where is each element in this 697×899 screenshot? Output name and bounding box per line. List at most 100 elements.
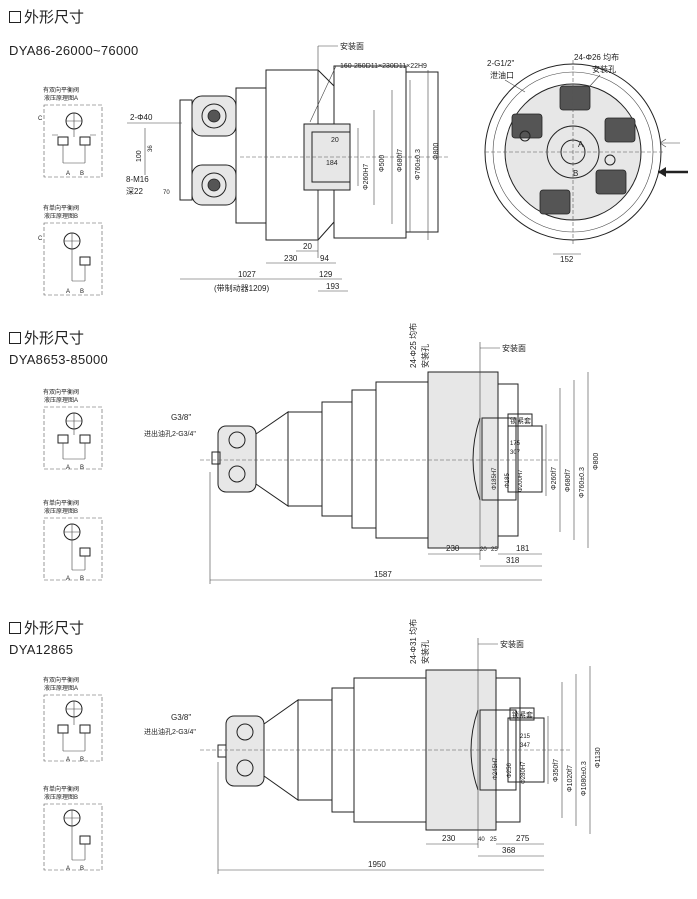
arrow-left-icon (659, 138, 680, 148)
svg-text:A: A (66, 866, 70, 872)
checkbox-square-icon (9, 621, 21, 634)
motor-side-view: 安装面 24-Φ25 均布 安装孔 G3/8" 进出油孔2-G3/4" 锁紧套 … (144, 323, 600, 584)
svg-text:B: B (80, 866, 84, 872)
dim-100: 100 (136, 150, 143, 162)
dim-dia-760: Φ760±0.3 (415, 149, 422, 180)
label-lock-sleeve: 锁紧套 (510, 416, 531, 425)
label-thread-depth: 深22 (126, 187, 143, 196)
port-a-label: A (578, 140, 584, 149)
dim-dia-680: Φ680f7 (397, 149, 404, 172)
heading-text: 外形尺寸 (24, 620, 85, 637)
dim-94: 94 (320, 254, 329, 263)
dim-dia-800: Φ800 (433, 143, 440, 160)
dim-dia-260: Φ260H7 (363, 164, 370, 190)
schematic-caption: 有单向平衡阀 (43, 785, 79, 793)
dim-347: 347 (520, 743, 531, 749)
section-heading: 外形尺寸 (9, 327, 84, 348)
label-mount-holes: 24-Φ31 均布 (408, 619, 418, 664)
section-dya86: 外形尺寸 DYA86-26000~76000 有双向平衡阀 液压原理图A C A… (0, 0, 697, 300)
svg-text:B: B (80, 465, 84, 471)
svg-text:B: B (80, 757, 84, 763)
dim-dia-680: Φ680f7 (565, 469, 572, 492)
label-spline: 160-250D11×230D11×22H9 (340, 63, 427, 70)
dim-dia-245h7: Φ245H7 (493, 757, 499, 780)
label-mount-holes: 24-Φ25 均布 (408, 323, 418, 368)
svg-text:C: C (38, 116, 43, 122)
motor-front-view: A B 2-G1/2" 泄油口 24-Φ26 均布 安装孔 152 (484, 52, 688, 264)
dim-152: 152 (560, 255, 574, 264)
label-mount-face: 安装面 (500, 639, 524, 649)
dim-dia-1080: Φ1080±0.3 (581, 761, 588, 796)
dim-dia-800: Φ800 (593, 453, 600, 470)
label-mount-holes-name: 安装孔 (420, 640, 430, 664)
label-lock-sleeve: 锁紧套 (512, 710, 533, 719)
motor-side-view: 安装面 160-250D11×230D11×22H9 20 184 Φ260H7… (126, 41, 450, 293)
model-number: DYA86-26000~76000 (9, 43, 139, 58)
dim-230: 230 (284, 254, 298, 263)
dim-175: 175 (510, 441, 521, 447)
dim-70: 70 (163, 190, 170, 196)
dim-dia-185: Φ185 (505, 473, 511, 488)
label-port-g38: G3/8" (171, 713, 191, 722)
dim-215: 215 (520, 734, 531, 740)
heading-text: 外形尺寸 (24, 330, 85, 347)
label-mount-face: 安装面 (502, 343, 526, 353)
svg-text:A: A (66, 171, 70, 177)
dim-dia-500: Φ500 (379, 155, 386, 172)
dim-25: 25 (491, 547, 498, 553)
dim-dia-280h7: Φ280H7 (521, 761, 527, 784)
svg-text:B: B (80, 171, 84, 177)
svg-text:B: B (80, 289, 84, 295)
checkbox-square-icon (9, 10, 21, 23)
dim-20b: 20 (303, 242, 312, 251)
checkbox-square-icon (9, 331, 21, 344)
port-b-label: B (573, 169, 578, 178)
dim-dia-200h7: Φ200H7 (518, 469, 524, 492)
dim-230: 230 (442, 834, 456, 843)
label-inlet-outlet: 进出油孔2-G3/4" (144, 429, 196, 438)
label-drain-port: 2-G1/2" (487, 59, 514, 68)
label-holes-2: 2-Φ40 (130, 113, 153, 122)
dim-20a: 20 (480, 547, 487, 553)
dim-dia-260: Φ260f7 (551, 467, 558, 490)
dim-1027: 1027 (238, 270, 256, 279)
dim-307: 307 (510, 450, 521, 456)
dim-368: 368 (502, 846, 516, 855)
schematic-caption: 液压原理图A (44, 396, 78, 404)
dim-dia-185h7: Φ185H7 (492, 467, 498, 490)
section-heading: 外形尺寸 (9, 617, 84, 638)
dim-181: 181 (516, 544, 530, 553)
schematic-caption: 液压原理图B (44, 212, 78, 220)
dim-40: 40 (478, 837, 485, 843)
label-mount-holes: 24-Φ26 均布 (574, 52, 619, 62)
schematic-caption: 有单向平衡阀 (43, 204, 79, 212)
motor-side-view: 安装面 24-Φ31 均布 安装孔 G3/8" 进出油孔2-G3/4" 锁紧套 … (144, 619, 602, 874)
dim-dia-1020: Φ1020f7 (567, 765, 574, 792)
label-brake-note: (带制动器1209) (214, 283, 269, 293)
dim-dia-760: Φ760±0.3 (579, 467, 586, 498)
schematic-caption: 液压原理图A (44, 94, 78, 102)
model-number: DYA12865 (9, 642, 74, 657)
dim-25: 25 (490, 837, 497, 843)
schematic-caption: 有单向平衡阀 (43, 499, 79, 507)
dim-184: 184 (326, 160, 338, 167)
label-port-g38: G3/8" (171, 413, 191, 422)
label-drain-port-name: 泄油口 (490, 70, 514, 80)
svg-text:A: A (66, 289, 70, 295)
model-number: DYA8653-85000 (9, 352, 109, 367)
dim-275: 275 (516, 834, 530, 843)
dim-dia-350: Φ350f7 (553, 759, 560, 782)
section-heading: 外形尺寸 (9, 6, 84, 27)
dim-318: 318 (506, 556, 520, 565)
dim-230: 230 (446, 544, 460, 553)
label-thread: 8-M16 (126, 175, 149, 184)
dim-20a: 20 (331, 137, 339, 144)
heading-text: 外形尺寸 (24, 9, 85, 26)
